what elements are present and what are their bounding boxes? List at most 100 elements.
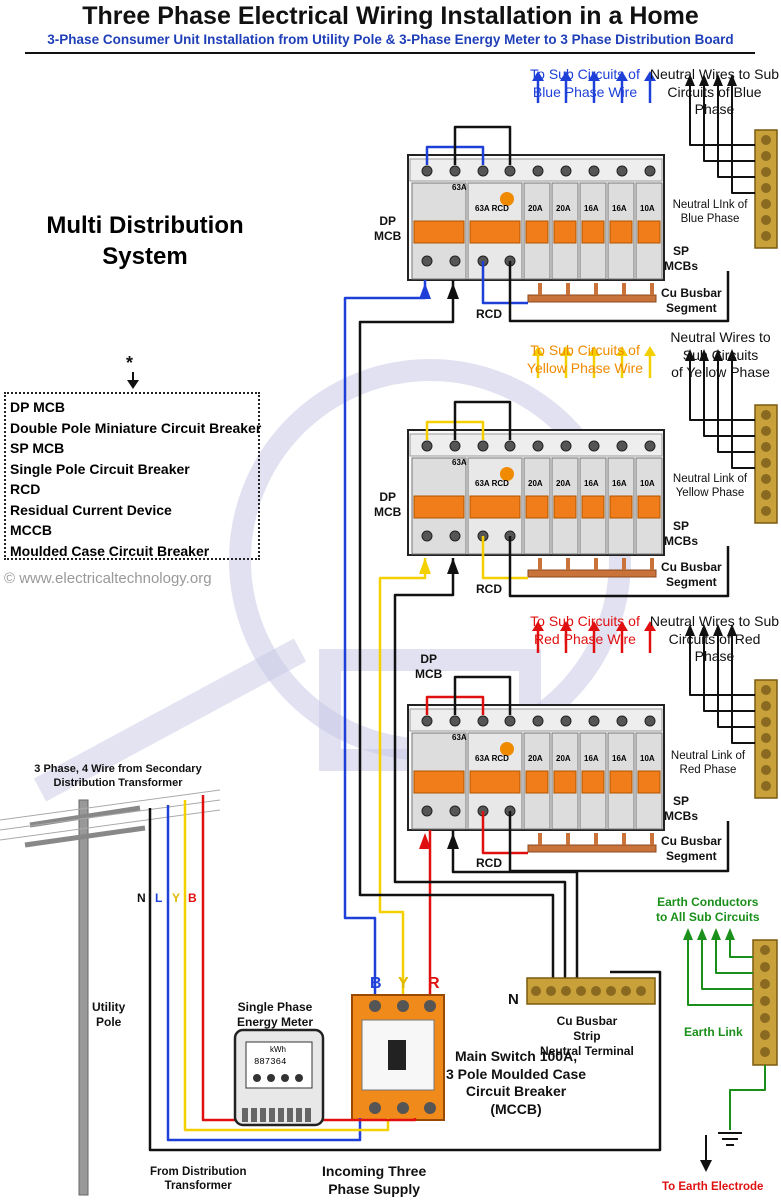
- yellow-screw-bottom: [449, 530, 461, 542]
- red-screw-top: [477, 715, 489, 727]
- neutral-busbar-screw: [591, 986, 601, 996]
- yellow-busbar-pin: [650, 558, 654, 570]
- blue-neutral-screw: [761, 199, 771, 209]
- yellow-neutral-screw: [761, 426, 771, 436]
- blue-neutral-out-wire: [508, 261, 730, 323]
- utility-pole-label: Utility Pole: [92, 1000, 126, 1029]
- blue-sp-mcb-toggle: [525, 220, 549, 244]
- yellow-screw-top: [504, 440, 516, 452]
- red-rcd-test-button: [500, 742, 514, 756]
- red-neutral-screw: [761, 733, 771, 743]
- blue-dp-mcb-rating: 63A: [452, 183, 467, 192]
- yellow-screw-top: [532, 440, 544, 452]
- blue-cu-busbar-segment: [527, 294, 657, 303]
- wire-label-l: L: [155, 891, 163, 905]
- neutral-busbar-screw: [576, 986, 586, 996]
- earth-screw: [760, 1030, 770, 1040]
- red-dp-mcb-rating: 63A: [452, 733, 467, 742]
- wire-label-n: N: [137, 891, 146, 905]
- bulb-watermark-icon: [229, 359, 631, 761]
- blue-screw-bottom: [421, 255, 433, 267]
- earth-conductors-label: Earth Conductors to All Sub Circuits: [656, 895, 760, 924]
- mccb-screw-bottom: [397, 1102, 409, 1114]
- yellow-subcircuit-arrow-head: [644, 346, 656, 356]
- blue-screw-top: [449, 165, 461, 177]
- red-cu-busbar-segment: [527, 844, 657, 853]
- yellow-neutral-screw: [761, 442, 771, 452]
- blue-sp-mcb-rating: 16A: [584, 204, 599, 213]
- red-dp-mcb-toggle: [413, 770, 465, 794]
- red-neutral-arrow: [713, 624, 723, 636]
- blue-neutral-screw: [761, 167, 771, 177]
- yellow-cu-busbar-segment: [527, 569, 657, 578]
- blue-sp-mcb-rating: 16A: [612, 204, 627, 213]
- red-sp-mcb-rating: 20A: [556, 754, 571, 763]
- legend-item: MCCB: [10, 522, 52, 538]
- yellow-neutral-screw: [761, 490, 771, 500]
- red-neutral-screw: [761, 781, 771, 791]
- blue-neutral-feed-wire: [358, 280, 555, 980]
- yellow-subcircuits-label: To Sub Circuits of Yellow Phase Wire: [526, 342, 644, 376]
- blue-subcircuit-arrow-head: [644, 71, 656, 81]
- yellow-screw-bottom: [421, 530, 433, 542]
- blue-sp-mcb-toggle: [637, 220, 661, 244]
- legend-arrow-head: [127, 380, 139, 389]
- system-title: Multi Distribution System: [46, 212, 244, 271]
- title-divider: [25, 52, 755, 54]
- from-transformer-label: From Distribution Transformer: [150, 1166, 247, 1193]
- blue-rcd-toggle: [469, 220, 521, 244]
- red-busbar-label: Cu Busbar Segment: [661, 834, 722, 863]
- yellow-screw-top: [588, 440, 600, 452]
- red-subcircuits-label: To Sub Circuits of Red Phase Wire: [530, 613, 640, 647]
- yellow-sp-mcb-toggle: [637, 495, 661, 519]
- meter-terminal: [269, 1108, 275, 1122]
- red-busbar-pin: [622, 833, 626, 845]
- red-busbar-pin: [566, 833, 570, 845]
- red-sp-mcb-toggle: [609, 770, 633, 794]
- yellow-busbar-pin: [594, 558, 598, 570]
- blue-neutral-link-wire: [453, 125, 512, 165]
- blue-busbar-label: Cu Busbar Segment: [661, 286, 722, 315]
- overhead-line: [0, 799, 221, 831]
- red-rcd-label: RCD: [476, 856, 502, 870]
- yellow-sp-mcb-rating: 16A: [584, 479, 599, 488]
- legend-item: Double Pole Miniature Circuit Breaker: [10, 419, 262, 436]
- overhead-line: [0, 809, 221, 841]
- red-sp-mcb-rating: 20A: [528, 754, 543, 763]
- yellow-screw-top: [616, 440, 628, 452]
- red-rcd-out-wire: [481, 811, 528, 855]
- yellow-sp-mcb-toggle: [553, 495, 577, 519]
- mccb-screw-top: [397, 1000, 409, 1012]
- red-subcircuit-arrow-head: [532, 621, 544, 631]
- yellow-neutral-arrow: [727, 349, 737, 361]
- legend-item: Residual Current Device: [10, 501, 172, 518]
- meter-terminal: [260, 1108, 266, 1122]
- yellow-busbar-pin: [538, 558, 542, 570]
- blue-screw-top: [560, 165, 572, 177]
- neutral-busbar-screw: [561, 986, 571, 996]
- meter-terminal: [287, 1108, 293, 1122]
- yellow-dp-mcb-rating: 63A: [452, 458, 467, 467]
- red-sp-mcb-toggle: [637, 770, 661, 794]
- mccb-screw-top: [424, 1000, 436, 1012]
- earth-conductor-arrow: [697, 928, 707, 940]
- yellow-sp-mcb-rating: 20A: [556, 479, 571, 488]
- meter-terminal: [296, 1108, 302, 1122]
- blue-sp-mcb-toggle: [581, 220, 605, 244]
- yellow-subcircuit-arrow-head: [588, 346, 600, 356]
- red-screw-top: [504, 715, 516, 727]
- blue-neutral-wire: [703, 80, 755, 162]
- blue-screw-top: [421, 165, 433, 177]
- earth-electrode-wire: [729, 1065, 766, 1130]
- meter-unit: kWh: [270, 1045, 286, 1054]
- red-rcd-toggle: [469, 770, 521, 794]
- earth-conductor-arrow: [725, 928, 735, 940]
- yellow-rcd-toggle: [469, 495, 521, 519]
- blue-feed-wire: [343, 280, 427, 1000]
- earth-conductor-arrow: [711, 928, 721, 940]
- supply-neutral-wire: [148, 808, 662, 1152]
- blue-neutral-wire: [717, 80, 755, 178]
- yellow-busbar-label: Cu Busbar Segment: [661, 560, 722, 589]
- blue-sp-mcb-toggle: [553, 220, 577, 244]
- page-subtitle: 3-Phase Consumer Unit Installation from …: [47, 32, 734, 47]
